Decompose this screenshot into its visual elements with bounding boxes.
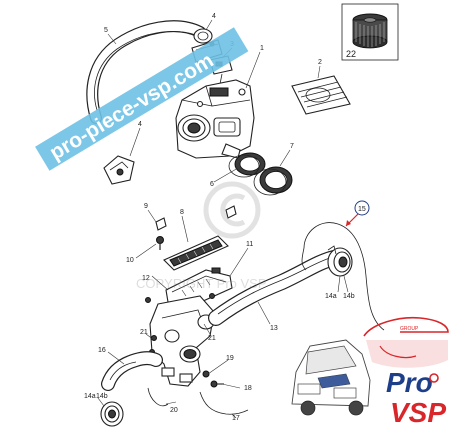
callout-15-marker [345, 200, 370, 227]
callout-4-left: 4 [138, 121, 142, 128]
part-15-wire [301, 222, 385, 331]
callout-14a-left: 14a [84, 393, 96, 400]
callout-20: 20 [170, 407, 178, 414]
logo-group-text: GROUP [400, 326, 419, 332]
part-10-screw [156, 236, 164, 250]
part-7-seal-ring [253, 166, 293, 196]
part-16-left-hose [101, 351, 163, 391]
part-2-filter [291, 75, 351, 115]
vehicle-sketch [291, 339, 371, 416]
part-8-vent-grille [163, 235, 229, 271]
part-1-heater-housing [175, 79, 255, 159]
part-9-clip [155, 217, 167, 231]
callout-9: 9 [144, 203, 148, 210]
part-14-nozzle-left [100, 401, 124, 427]
callout-7: 7 [290, 143, 294, 150]
callout-14b-left: 14b [96, 393, 108, 400]
callout-labels: 1 2 3 4 4 5 6 7 8 9 10 11 12 13 14a 14b … [84, 13, 366, 422]
callout-4-top: 4 [212, 13, 216, 20]
callout-10: 10 [126, 257, 134, 264]
callout-16: 16 [98, 347, 106, 354]
inset-label: 22 [346, 49, 356, 59]
callout-1: 1 [260, 45, 264, 52]
callout-12: 12 [142, 275, 150, 282]
part-4-clip-left [103, 155, 135, 185]
callout-13: 13 [270, 325, 278, 332]
callout-19: 19 [226, 355, 234, 362]
callout-11: 11 [246, 241, 253, 248]
part-13-large-hose [208, 250, 342, 326]
callout-2: 2 [318, 59, 322, 66]
logo-pro-text: Pro [386, 367, 433, 398]
part-19-screw [202, 370, 210, 378]
callout-15: 15 [358, 206, 366, 213]
copyright-text: COPYRIGHT Pro VSP [136, 276, 267, 291]
callout-5: 5 [104, 27, 108, 34]
logo-vsp-text: VSP [390, 397, 446, 428]
callout-8: 8 [180, 209, 184, 216]
callout-21-left: 21 [140, 329, 148, 336]
part-14-nozzle-right [327, 245, 353, 277]
inset-blower-wheel: 22 [341, 3, 399, 61]
callout-14b-right: 14b [343, 293, 355, 300]
pro-vsp-logo: GROUP Pro VSP [363, 316, 449, 428]
callout-17: 17 [232, 415, 240, 422]
copyright-watermark: COPYRIGHT Pro VSP [136, 181, 267, 291]
part-9b-clip [225, 205, 237, 219]
callout-18: 18 [244, 385, 252, 392]
air-distributor-body [145, 293, 215, 387]
callout-14a-right: 14a [325, 293, 337, 300]
part-20-cable [147, 387, 169, 407]
part-6-seal-ring [228, 152, 266, 178]
callout-21-right: 21 [208, 335, 216, 342]
part-17-cable [199, 391, 249, 415]
part-5-duct-hose [86, 20, 213, 124]
callout-6: 6 [210, 181, 214, 188]
